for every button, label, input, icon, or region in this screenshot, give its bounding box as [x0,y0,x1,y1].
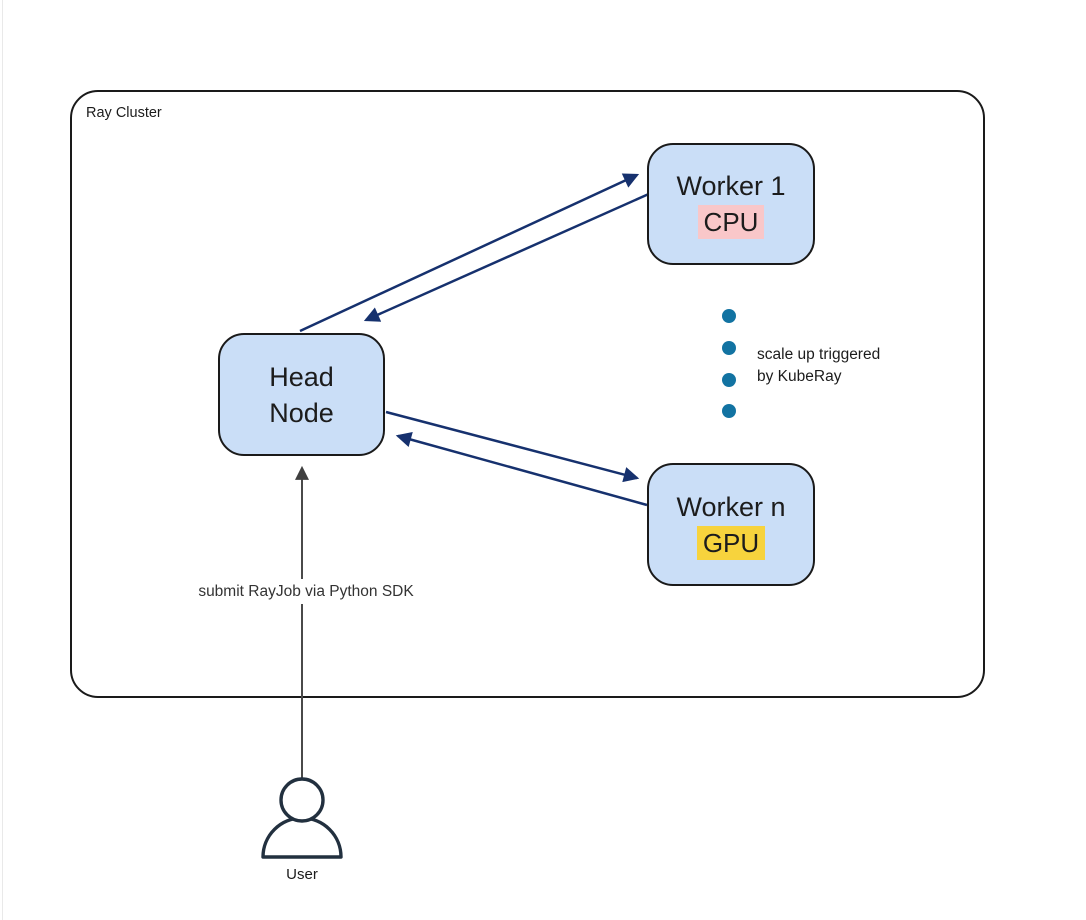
workern-title: Worker n [676,491,786,522]
workern-node-box: Worker n GPU [647,463,815,586]
head-node-label-line2: Node [269,397,334,428]
head-node-label-line1: Head [269,361,334,392]
worker1-title: Worker 1 [676,171,786,201]
submit-rayjob-label: submit RayJob via Python SDK [196,583,416,600]
edge-head-to-worker1 [299,173,652,333]
scale-up-annotation-line1: scale up triggered [757,346,881,363]
scale-up-annotation: scale up triggered by KubeRay [757,344,880,388]
edge-head-to-workern [385,410,648,507]
cpu-chip: CPU [697,205,765,239]
vertical-ellipsis-icon [722,309,736,418]
worker1-node-box: Worker 1 CPU [647,143,815,265]
ray-cluster-container: Ray Cluster [70,90,985,698]
page-edge-divider [2,0,3,920]
gpu-chip: GPU [696,525,766,560]
user-label: User [286,866,318,883]
head-node-box: Head Node [218,333,385,456]
cluster-label: Ray Cluster [86,105,162,121]
user-person-icon [261,777,343,859]
scale-up-annotation-line2: by KubeRay [757,368,842,385]
